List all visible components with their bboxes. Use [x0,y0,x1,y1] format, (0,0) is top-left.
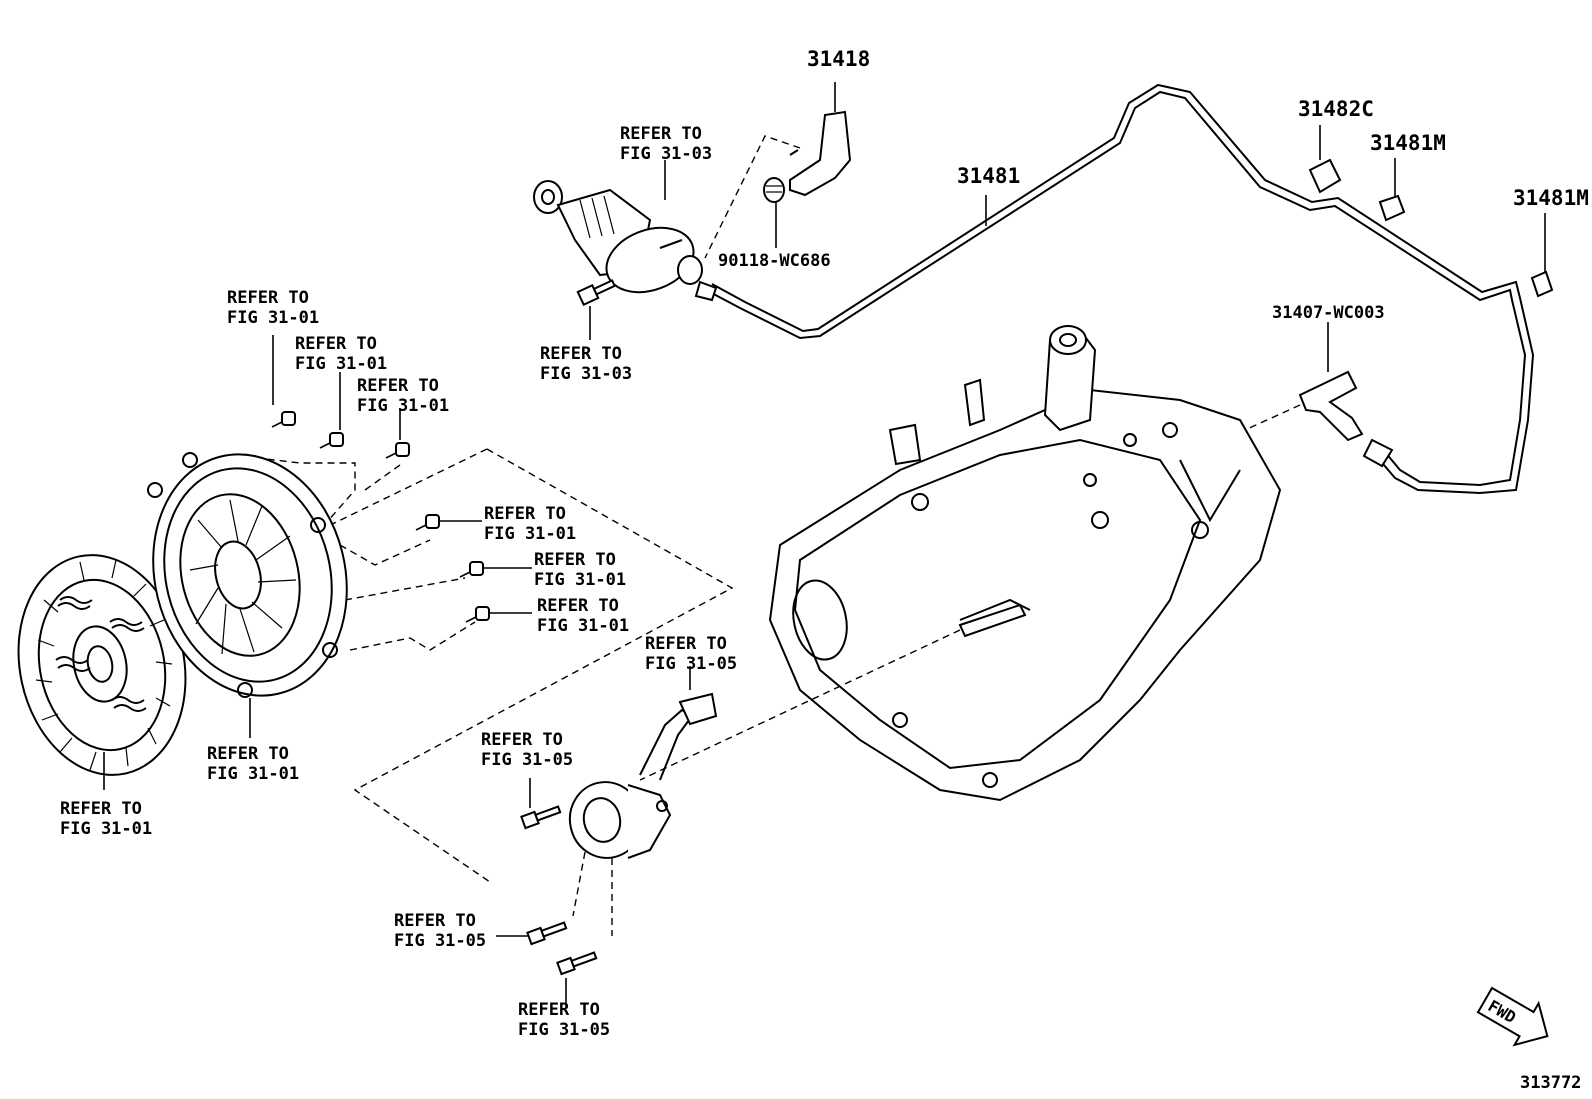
part-number-31481m-b: 31481M [1513,186,1589,210]
refer-to-label: REFER TO [534,550,616,570]
refer-to-label: REFER TO [481,730,563,750]
refer-to-label: REFER TO [537,596,619,616]
refer-to-label: REFER TO [227,288,309,308]
fig-ref-label: FIG 31-01 [295,354,387,374]
fig-ref-label: FIG 31-05 [518,1020,610,1040]
refer-to-label: REFER TO [484,504,566,524]
part-number-31481: 31481 [957,164,1020,188]
fig-ref-label: FIG 31-03 [620,144,712,164]
master-cylinder [533,160,703,294]
clutch-disc [17,554,187,790]
fig-ref-label: FIG 31-01 [484,524,576,544]
fig-ref-label: FIG 31-01 [207,764,299,784]
clamp-31481m-a [1378,158,1406,222]
refer-to-label: REFER TO [540,344,622,364]
release-bolts [496,778,598,1008]
refer-to-label: REFER TO [357,376,439,396]
figure-number: 313772 [1520,1073,1581,1093]
fig-ref-label: FIG 31-01 [227,308,319,328]
refer-to-label: REFER TO [518,1000,600,1020]
fig-ref-label: FIG 31-01 [534,570,626,590]
fig-ref-label: FIG 31-05 [645,654,737,674]
fwd-arrow-icon: FWD [1476,986,1549,1047]
refer-to-label: REFER TO [645,634,727,654]
part-number-31407: 31407-WC003 [1272,303,1385,323]
hose-31418 [704,82,852,259]
release-cylinder [568,666,718,936]
labels: REFER TO FIG 31-03 REFER TO FIG 31-03 RE… [60,47,1589,1093]
clutch-cover [147,452,348,738]
tube-31481 [694,83,1535,495]
part-number-90118: 90118-WC686 [718,251,831,271]
part-number-31481m-a: 31481M [1370,131,1446,155]
bracket-31482c [1308,125,1342,194]
fig-ref-label: FIG 31-03 [540,364,632,384]
refer-to-label: REFER TO [295,334,377,354]
refer-to-label: REFER TO [394,911,476,931]
transaxle-housing [639,325,1282,802]
refer-to-label: REFER TO [620,124,702,144]
part-number-31418: 31418 [807,47,870,71]
fig-ref-label: FIG 31-01 [537,616,629,636]
fig-ref-label: FIG 31-05 [481,750,573,770]
fig-ref-label: FIG 31-01 [357,396,449,416]
cover-bolts [271,335,532,623]
fig-ref-label: FIG 31-01 [60,819,152,839]
master-bolt [576,279,616,340]
fig-ref-label: FIG 31-05 [394,931,486,951]
refer-to-label: REFER TO [207,744,289,764]
clip-90118 [763,177,785,248]
dashed-envelope [231,448,734,883]
part-number-31482c: 31482C [1298,97,1374,121]
clamp-31481m-b [1530,213,1554,298]
refer-to-label: REFER TO [60,799,142,819]
